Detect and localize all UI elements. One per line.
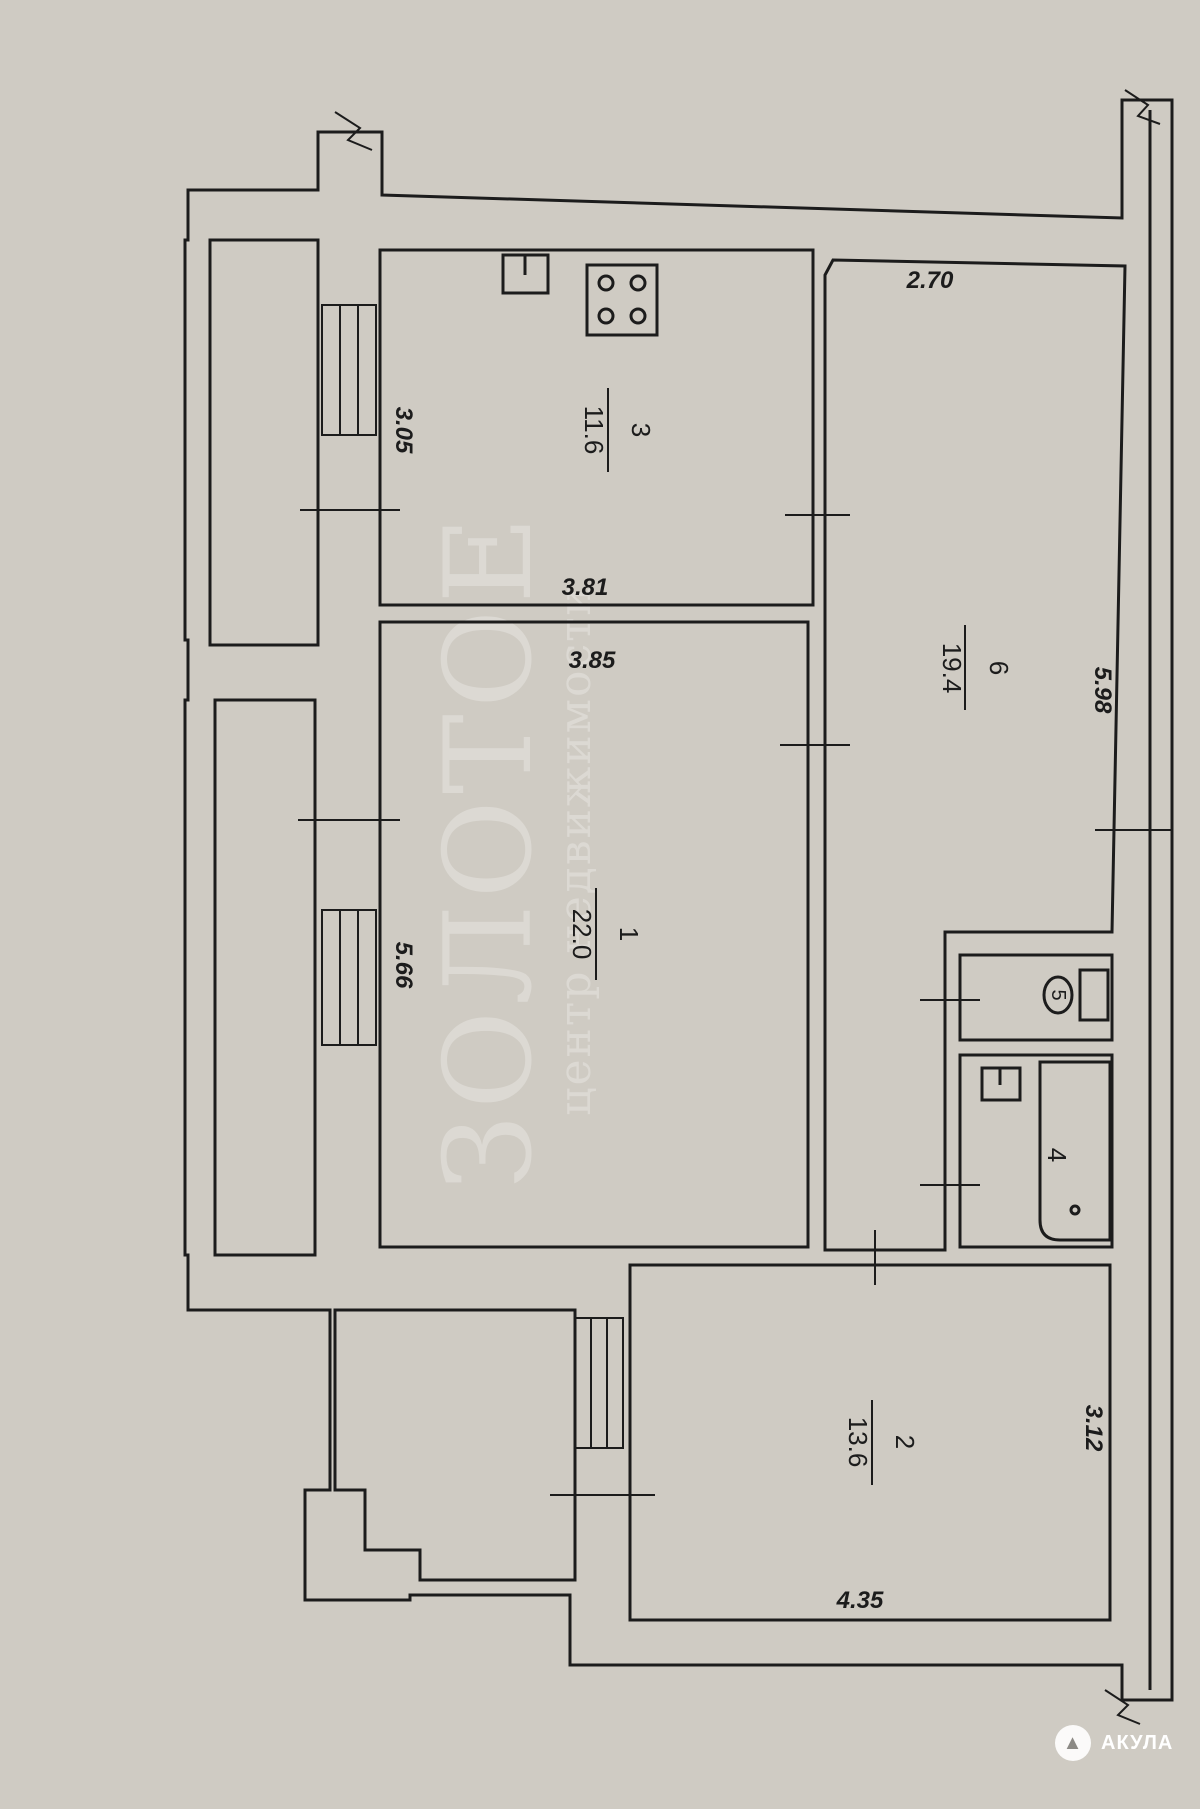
room-1: [378, 620, 810, 1249]
door-marks: [298, 509, 1172, 1496]
sink-icon: [501, 253, 550, 295]
dim-room6-depth: 5.98: [1089, 667, 1116, 714]
room-4: [958, 1053, 1114, 1249]
windows-left: [321, 304, 624, 1449]
shark-icon: ▲: [1055, 1725, 1091, 1761]
room-label-3: 3 11.6: [579, 388, 656, 472]
svg-text:3: 3: [626, 423, 656, 437]
room-label-6: 6 19.4: [937, 625, 1014, 710]
room-3: [378, 248, 815, 607]
outer-wall: [183, 98, 1174, 1702]
dim-kitchen-depth: 3.05: [390, 407, 417, 454]
loggia-lower: [213, 698, 317, 1257]
svg-text:1: 1: [614, 927, 644, 941]
stove-icon: [585, 263, 659, 337]
svg-text:6: 6: [984, 661, 1014, 675]
bathtub-icon: [1038, 1060, 1112, 1242]
bathroom-sink-icon: [980, 1066, 1022, 1102]
svg-text:2: 2: [890, 1435, 920, 1449]
hallway: [333, 1308, 577, 1582]
loggia-upper: [208, 238, 320, 647]
dim-room2-depth: 3.12: [1080, 1405, 1107, 1452]
svg-text:19.4: 19.4: [937, 643, 967, 694]
room-2: [628, 1263, 1112, 1622]
room-5: [958, 953, 1114, 1042]
room-label-1: 1 22.0: [567, 888, 644, 980]
wall-break-marks: [334, 89, 1161, 1725]
svg-text:13.6: 13.6: [843, 1417, 873, 1468]
dim-room2-width: 4.35: [836, 1587, 884, 1614]
dim-kitchen-width: 3.81: [562, 574, 609, 601]
logo-text: АКУЛА: [1101, 1731, 1174, 1754]
room-6: [823, 258, 1127, 1252]
svg-text:22.0: 22.0: [567, 909, 597, 960]
dim-living-width: 3.85: [569, 647, 616, 674]
svg-text:11.6: 11.6: [579, 406, 609, 455]
dim-room6-width: 2.70: [906, 267, 954, 294]
dim-living-depth: 5.66: [390, 942, 417, 989]
room-label-5: 5: [1047, 989, 1069, 1000]
akula-logo: ▲ АКУЛА: [1055, 1725, 1173, 1761]
room-label-4: 4: [1042, 1148, 1072, 1162]
room-label-2: 2 13.6: [843, 1400, 920, 1485]
toilet-icon: [1042, 968, 1110, 1022]
